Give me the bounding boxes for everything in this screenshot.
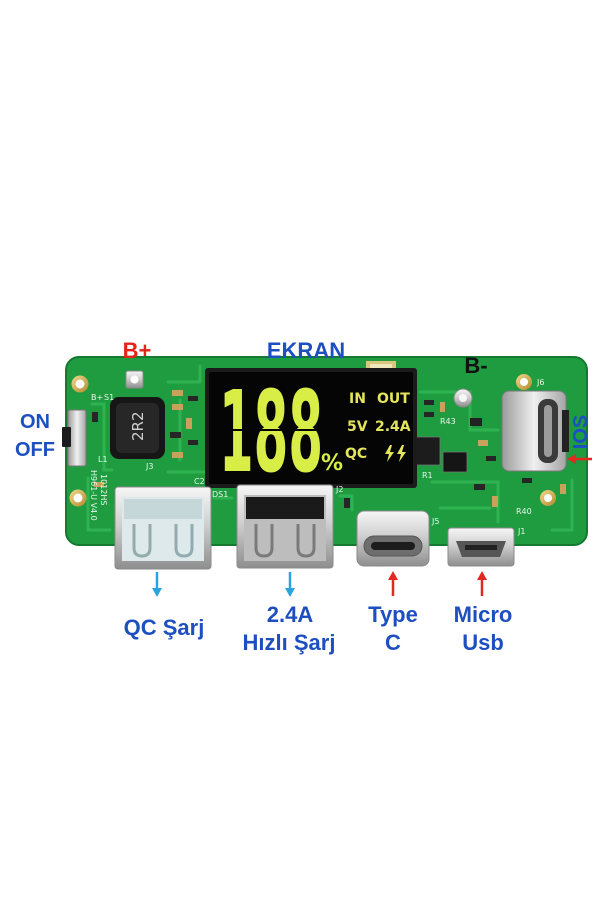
lcd-battery-digits: 188 [219,368,323,498]
usb-a-qc-port [114,486,212,570]
micro-usb-label-line2: Usb [462,630,504,655]
fast-charge-label-line2: Hızlı Şarj [242,630,336,655]
fast-charge-label-line1: 2.4A [266,602,314,627]
silk-b-plus: B+ [91,393,103,402]
silk-j5: J5 [431,517,439,526]
silk-j1: J1 [517,527,525,536]
ios-label: IOS [570,414,592,450]
battery-plus-pad [125,370,144,389]
micro-usb-port [447,527,515,567]
silk-model: H961-U V4.0 [89,470,98,521]
silk-r40: R40 [516,507,532,516]
switch-on-label: ON [20,411,50,433]
lightning-icon [385,445,394,462]
ekran-label: EKRAN [266,338,346,363]
battery-minus-pad [453,388,473,408]
silk-j6: J6 [536,378,544,387]
mounting-hole [540,490,556,506]
silk-j2: J2 [335,485,343,494]
type-c-label-line2: C [385,630,401,655]
mounting-hole [516,374,532,390]
switch-off-label: OFF [15,439,55,461]
silkscreen-markings: B+ S1 L1 J3 H961-U V4.0 1012HS C2 DS1 J2… [89,378,544,536]
mosfet-ic [442,451,468,473]
arrow-up-icon [477,571,487,596]
lcd-voltage-indicator: 5V [347,419,368,435]
lightning-port [501,390,569,472]
smd-components [92,390,566,508]
mounting-hole [71,375,89,393]
lcd-qc-indicator: QC [345,446,367,462]
silk-c2: C2 [194,477,205,486]
lcd-out-indicator: OUT [377,391,410,407]
arrow-up-icon [388,571,398,596]
silk-r1: R1 [422,471,433,480]
silk-j3: J3 [145,462,153,471]
lcd-percent-sign: % [321,451,343,476]
pcb-traces [86,364,574,532]
silk-l1: L1 [98,455,108,464]
b-plus-label: B+ [122,338,152,363]
arrow-down-icon [152,572,162,597]
inductor: 2R2 [110,397,165,459]
on-off-slide-switch [62,409,87,467]
micro-usb-label-line1: Micro [453,602,513,627]
qc-sarj-label: QC Şarj [123,615,205,640]
silk-r43: R43 [440,417,456,426]
inductor-marking: 2R2 [129,411,147,441]
lightning-icon [397,445,406,462]
usb-type-c-port [356,510,430,567]
type-c-label-line1: Type [368,602,418,627]
silk-code: 1012HS [99,474,108,505]
mounting-hole [69,489,87,507]
display-connector [366,361,396,372]
silk-ds1: DS1 [212,490,228,499]
lcd-in-indicator: IN [349,391,366,407]
usb-a-fast-port [236,484,334,569]
lcd-display: 188 % IN OUT 5V 2.4A QC [205,368,417,498]
silk-s1: S1 [104,393,114,402]
arrow-down-icon [285,572,295,597]
lcd-current-indicator: 2.4A [375,419,411,435]
arrow-left-icon [567,454,592,464]
b-minus-label: B- [464,353,488,378]
